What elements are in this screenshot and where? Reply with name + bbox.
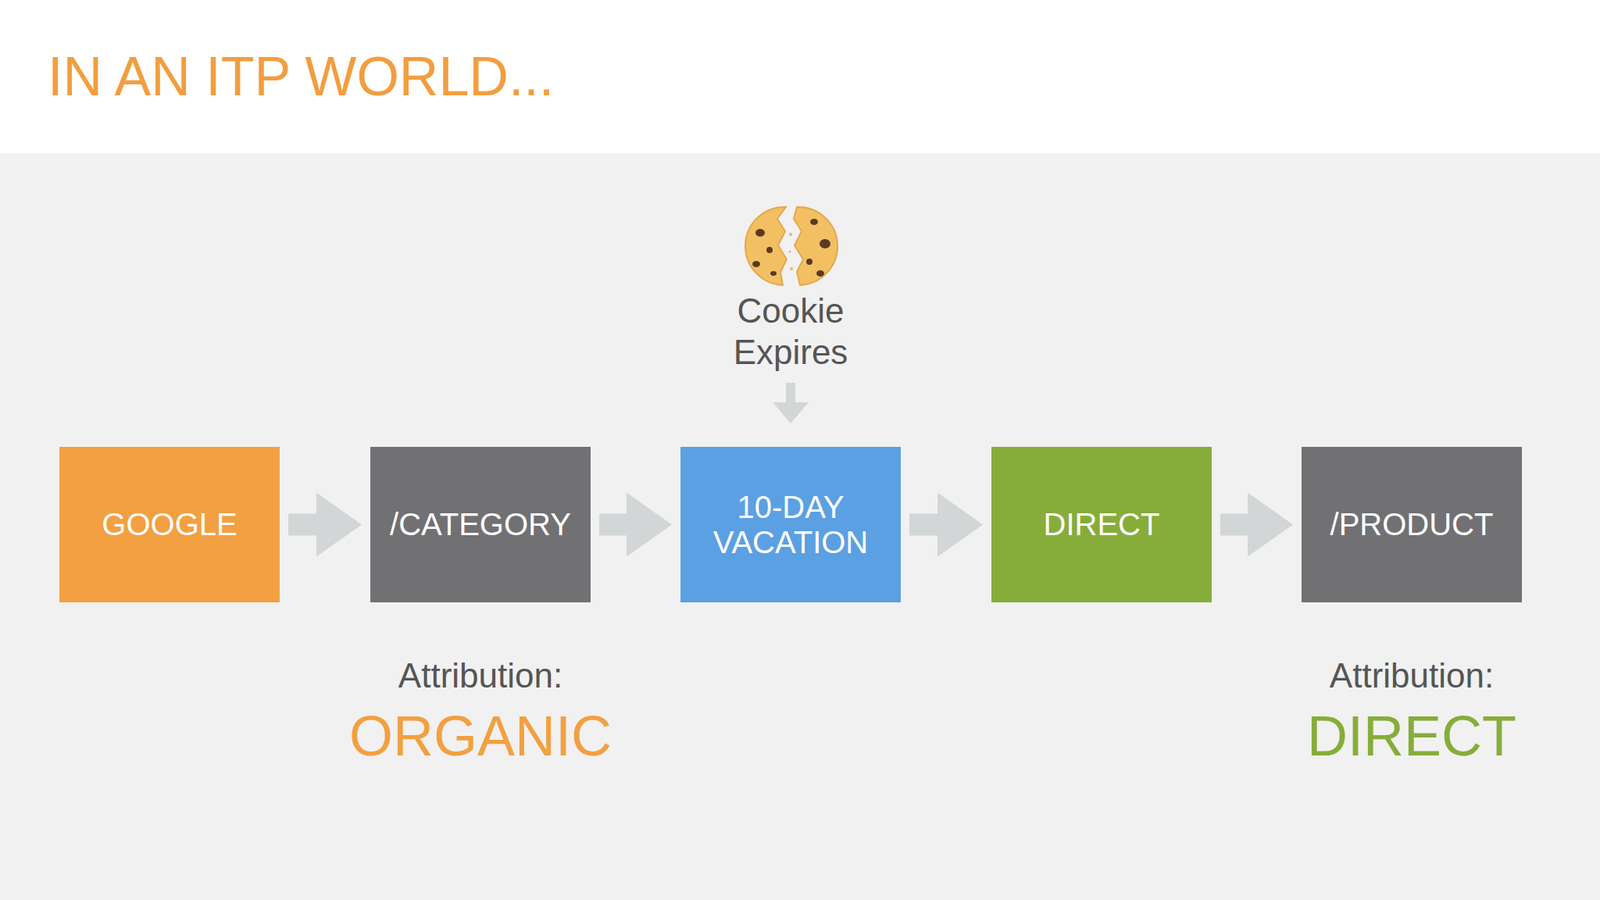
cookie-half [745, 207, 787, 286]
chocolate-chip [755, 228, 765, 237]
block-arrow [288, 492, 362, 558]
chocolate-chip [819, 239, 831, 249]
source-box: GOOGLE [59, 446, 280, 603]
attribution-value: DIRECT [1239, 707, 1584, 765]
chocolate-chip [816, 270, 825, 277]
box-label: 10-DAY VACATION [689, 489, 892, 561]
attribution-caption: Attribution: [339, 656, 622, 697]
attribution-value: ORGANIC [308, 707, 653, 765]
chocolate-chip [810, 218, 818, 225]
cookie-half [793, 207, 838, 286]
crumb [789, 250, 792, 254]
block-arrow [1220, 492, 1293, 558]
block-arrow [909, 492, 983, 558]
page-box: /PRODUCT [1301, 446, 1522, 603]
event-box: 10-DAY VACATION [680, 446, 901, 603]
block-arrow [599, 492, 672, 558]
source-box: DIRECT [991, 446, 1212, 603]
page-box: /CATEGORY [370, 446, 591, 603]
broken-cookie [745, 207, 838, 286]
chocolate-chip [806, 258, 813, 265]
crumb [789, 267, 793, 271]
attribution-caption: Attribution: [1271, 656, 1553, 697]
annotation: Cookie Expires [712, 290, 869, 374]
box-label: /CATEGORY [389, 507, 572, 543]
box-label: DIRECT [1043, 507, 1161, 543]
chocolate-chip [752, 260, 761, 268]
crumb [789, 232, 793, 236]
box-label: /PRODUCT [1330, 507, 1494, 543]
down-arrow [772, 382, 809, 424]
slide-title: IN AN ITP WORLD... [47, 49, 554, 104]
chocolate-chip [770, 271, 777, 276]
box-label: GOOGLE [101, 507, 237, 543]
chocolate-chip [766, 246, 773, 254]
